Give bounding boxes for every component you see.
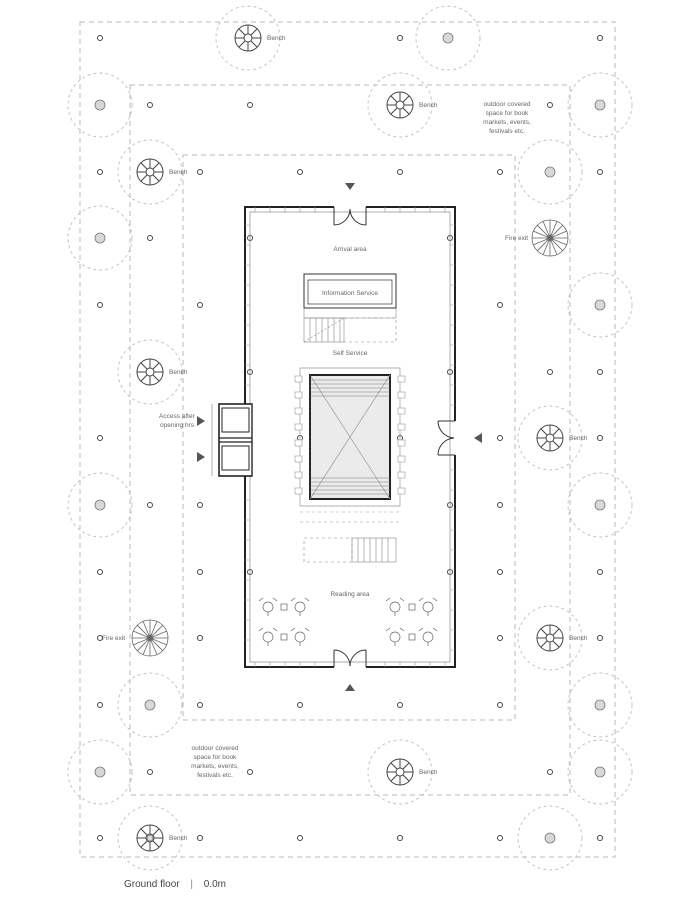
caption-separator: | (190, 879, 193, 890)
covered-space-label-line2: space for book (194, 754, 237, 761)
tree-trunks (94, 32, 606, 844)
plan-labels: Bench Bench Bench Bench Bench Bench Benc… (102, 35, 588, 842)
outer-canopy-boundary (79, 21, 616, 858)
central-void (299, 367, 401, 507)
covered-space-label-line4: festivals etc. (489, 128, 525, 135)
spiral-stair-west (131, 619, 169, 657)
bench-label: Bench (169, 835, 188, 842)
covered-space-label-line1: outdoor covered (192, 745, 239, 752)
fire-exit-label: Fire exit (505, 235, 528, 242)
reading-area-label: Reading area (330, 591, 369, 598)
entrance-door-north (333, 204, 367, 226)
fire-exit-label: Fire exit (102, 635, 125, 642)
self-service-shelves (294, 375, 406, 523)
stair-south (303, 537, 397, 563)
self-service-label: Self Service (333, 350, 368, 357)
arrival-area-label: Arrival area (333, 246, 367, 253)
covered-space-label-line4: festivals etc. (197, 772, 233, 779)
bench-label: Bench (569, 635, 588, 642)
middle-canopy-boundary (129, 84, 571, 796)
information-service-label: Information Service (322, 290, 378, 297)
covered-space-label-line2: space for book (486, 110, 529, 117)
access-label-line1: Access after (159, 413, 196, 420)
spiral-stair-east (531, 219, 569, 257)
reading-tables (258, 597, 438, 646)
inner-canopy-boundary (182, 154, 516, 721)
bench-label: Bench (569, 435, 588, 442)
floor-level: 0.0m (203, 879, 226, 890)
tree-canopies (67, 5, 633, 871)
stair-north (303, 317, 397, 343)
covered-space-label-line3: markets, events, (191, 763, 239, 770)
access-label-line2: opening hrs (160, 422, 195, 429)
entrance-door-south (333, 649, 367, 670)
structural-columns (97, 35, 603, 841)
floor-caption: Ground floor | 0.0m (124, 879, 226, 890)
west-access-vestibule (211, 403, 253, 477)
bench-label: Bench (419, 102, 438, 109)
bench-label: Bench (169, 169, 188, 176)
bench-label: Bench (169, 369, 188, 376)
round-benches (136, 24, 564, 852)
floor-name: Ground floor (124, 879, 180, 890)
covered-space-label-line3: markets, events, (483, 119, 531, 126)
bench-label: Bench (267, 35, 286, 42)
entrance-door-east (437, 420, 458, 456)
covered-space-label-line1: outdoor covered (484, 101, 531, 108)
direction-arrows (197, 183, 482, 691)
bench-label: Bench (419, 769, 438, 776)
